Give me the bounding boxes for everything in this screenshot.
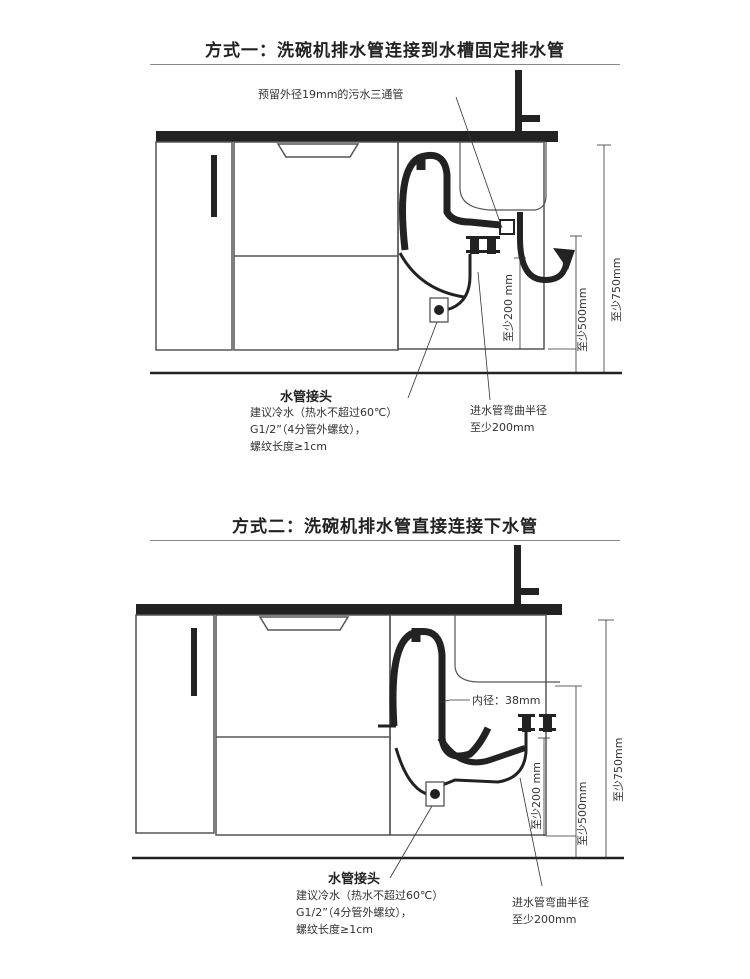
cabinet-handle	[191, 628, 197, 696]
dim-bend-200: 至少200 mm	[530, 762, 543, 830]
dishwasher-handle	[258, 616, 350, 631]
connector-note-3: 螺纹长度≥1cm	[296, 923, 373, 936]
drain-hose	[389, 628, 492, 760]
connector-title: 水管接头	[280, 390, 333, 405]
dim-500: 至少500mm	[576, 287, 589, 352]
connector-note-3: 螺纹长度≥1cm	[250, 440, 327, 453]
method-2-cabinet-diagram	[132, 545, 624, 887]
inner-diameter-label: 内径：38mm	[472, 694, 541, 707]
inlet-note-2: 至少200mm	[470, 421, 535, 434]
dim-750: 至少750mm	[610, 257, 623, 322]
dim-750: 至少750mm	[612, 737, 625, 802]
method-1-panel: 方式一：洗碗机排水管连接到水槽固定排水管	[150, 41, 623, 453]
cabinet-handle	[211, 155, 217, 217]
dim-500: 至少500mm	[576, 781, 589, 846]
countertop	[156, 131, 558, 142]
sink-basin	[454, 615, 560, 683]
connector-title: 水管接头	[328, 872, 381, 887]
sink-cabinet	[397, 141, 545, 350]
dim-bend-200: 至少200 mm	[502, 274, 515, 342]
drain-hose	[399, 151, 511, 251]
dishwasher-body	[215, 614, 391, 836]
method-2-title: 方式二：洗碗机排水管直接连接下水管	[232, 517, 538, 537]
faucet-icon	[515, 70, 540, 131]
dishwasher-body	[233, 141, 399, 351]
method-1-cabinet-diagram	[150, 70, 622, 401]
countertop	[136, 604, 562, 615]
sink-basin	[459, 142, 547, 211]
connector-note-2: G1/2”（4分管外螺纹），	[250, 423, 366, 436]
inlet-note-1: 进水管弯曲半径	[470, 404, 547, 417]
dishwasher-handle	[276, 143, 360, 158]
connector-note-2: G1/2”（4分管外螺纹），	[296, 906, 412, 919]
tee-pipe-callout: 预留外径19mm的污水三通管	[258, 88, 404, 101]
inlet-hose	[439, 732, 528, 788]
inlet-note-2: 至少200mm	[512, 913, 577, 926]
left-cabinet	[135, 614, 215, 834]
method-1-title: 方式一：洗碗机排水管连接到水槽固定排水管	[205, 41, 565, 61]
title-divider	[150, 540, 620, 541]
drain-pipe	[437, 736, 526, 766]
connector-note-1: 建议冷水（热水不超过60℃）	[250, 406, 398, 419]
connector-note-1: 建议冷水（热水不超过60℃）	[296, 889, 444, 902]
title-divider	[150, 64, 620, 65]
inlet-note-1: 进水管弯曲半径	[512, 896, 589, 909]
tee-connector	[499, 219, 515, 235]
inlet-hose	[439, 254, 472, 314]
faucet-icon	[514, 545, 539, 604]
method-2-panel: 方式二：洗碗机排水管直接连接下水管	[0, 490, 750, 979]
left-cabinet	[155, 141, 233, 351]
